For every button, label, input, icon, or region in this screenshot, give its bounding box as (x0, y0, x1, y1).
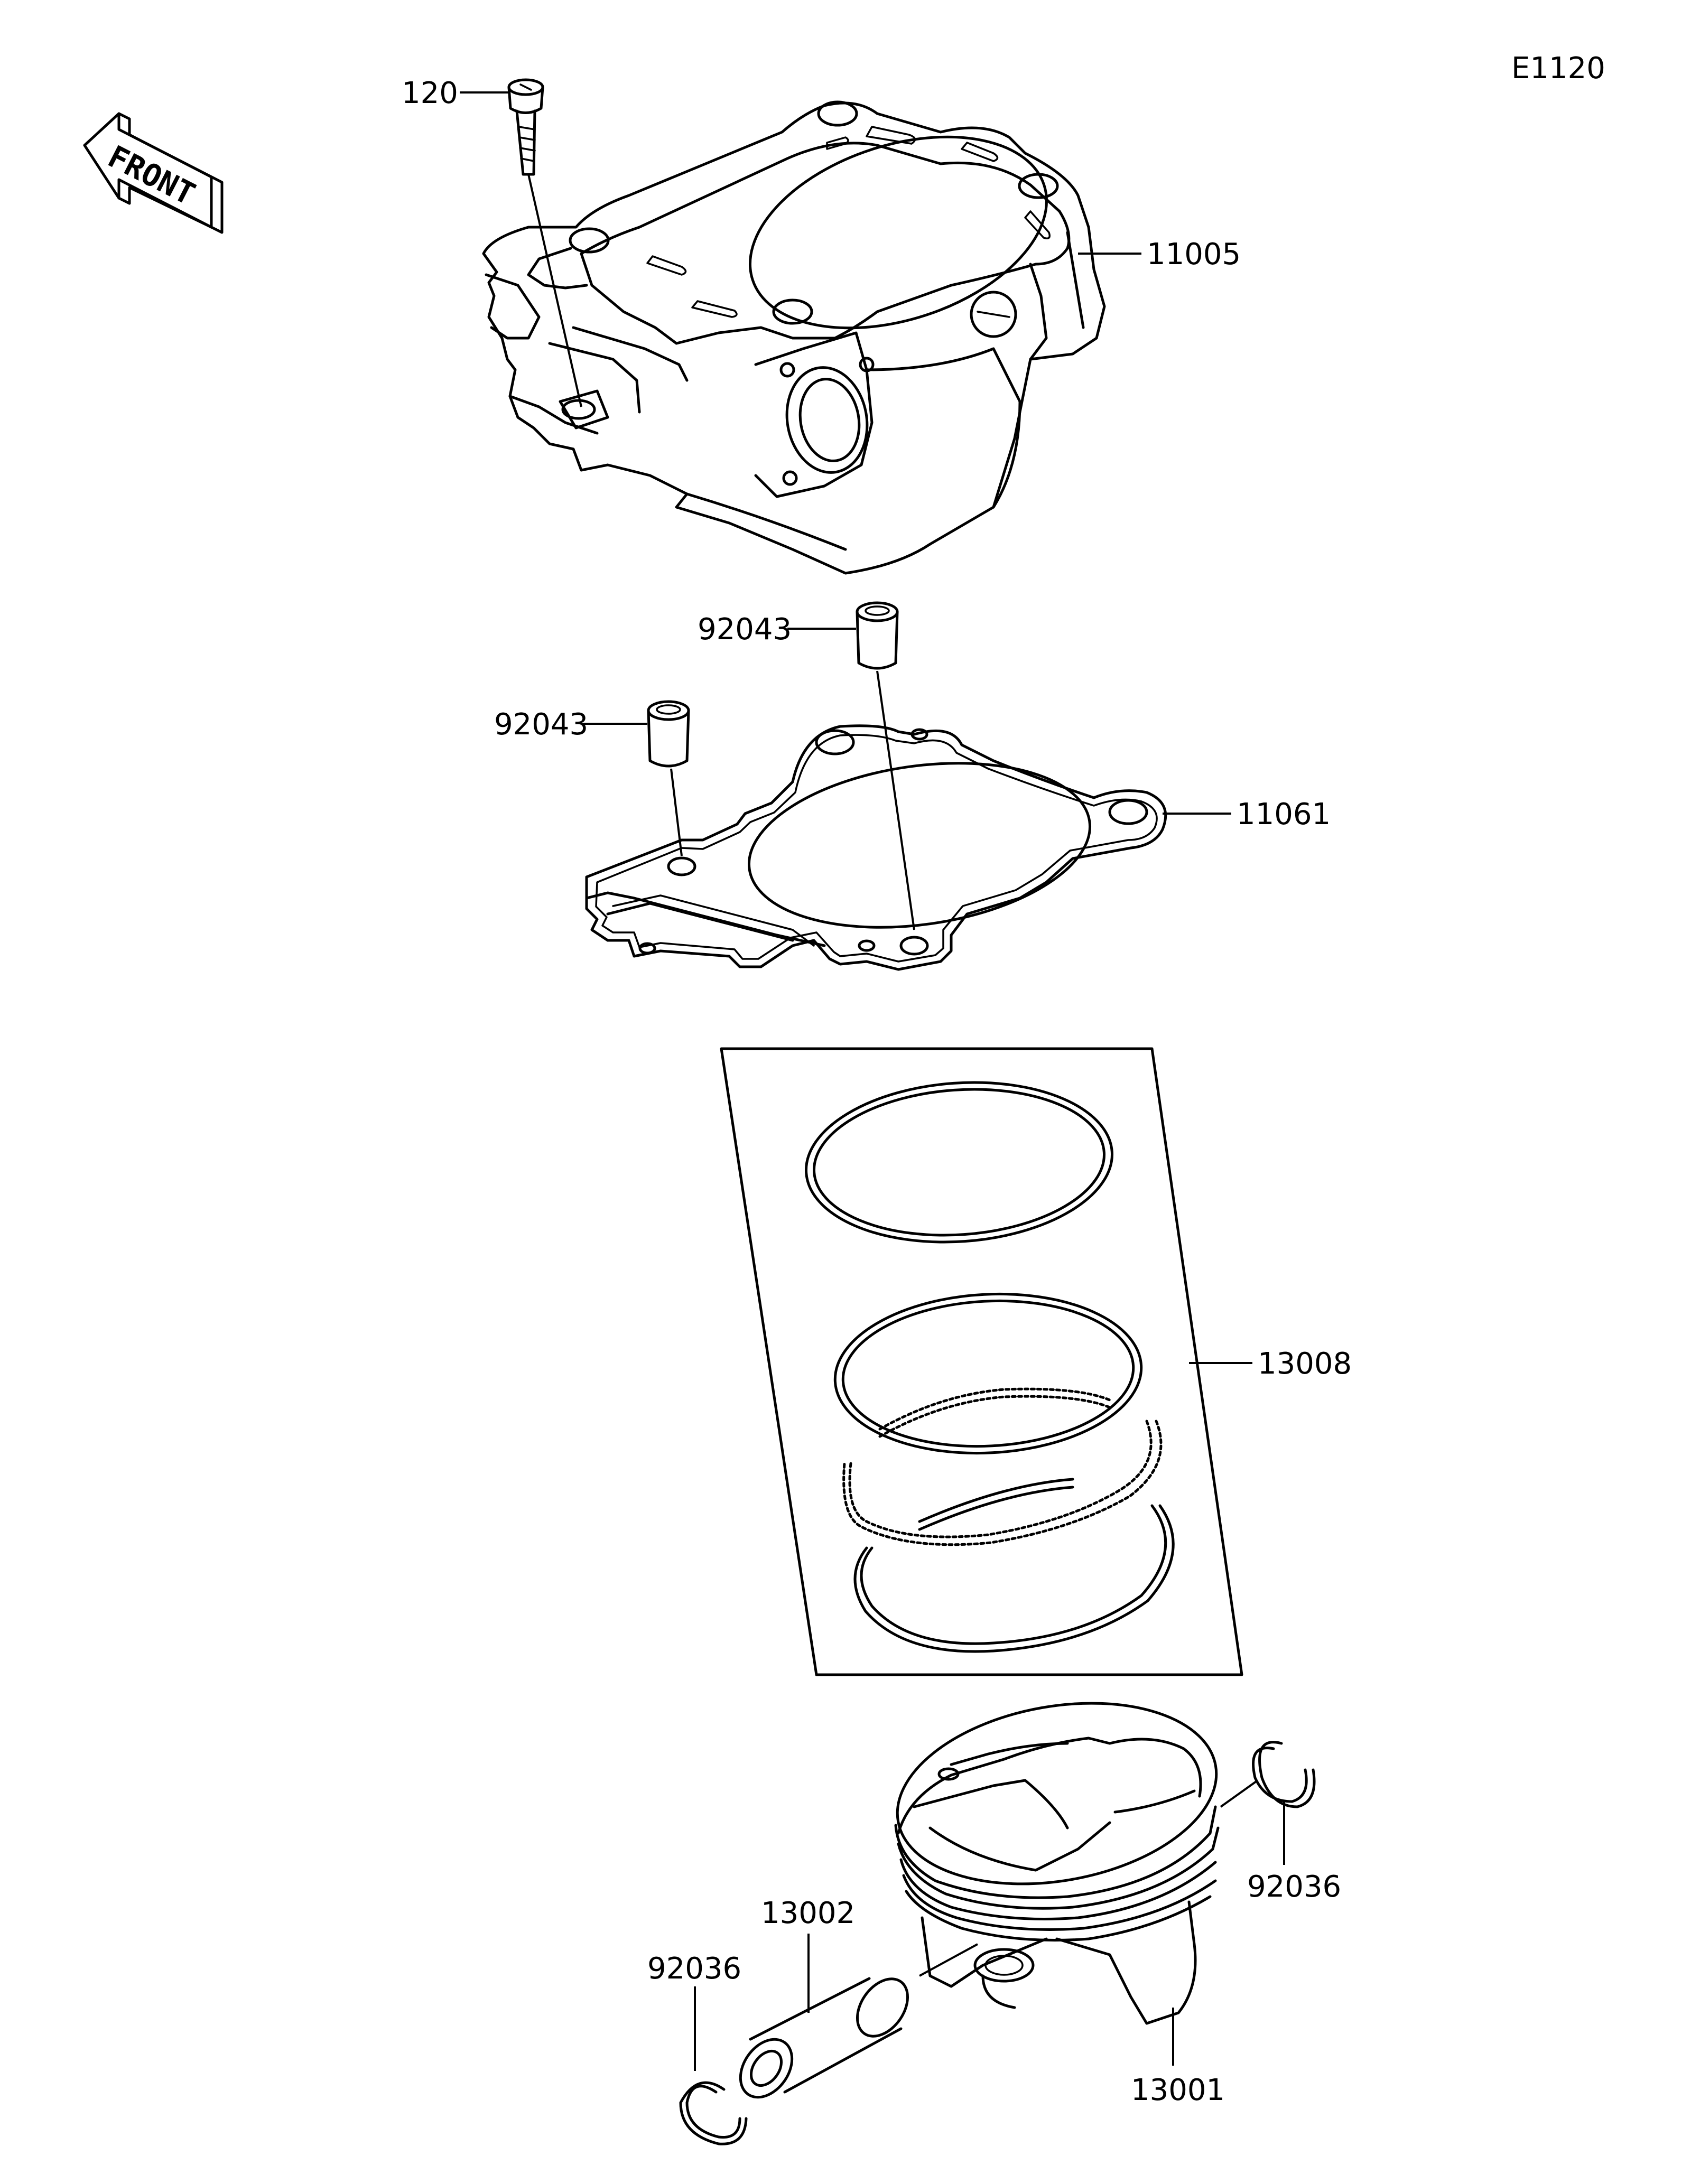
part-number-11061: 11061 (1237, 797, 1331, 832)
part-number-92043-lower: 92043 (494, 707, 588, 742)
part-number-11005: 11005 (1147, 237, 1241, 272)
part-number-13008: 13008 (1258, 1347, 1352, 1381)
cylinder-11005[interactable] (482, 100, 1106, 575)
front-label: FRONT (103, 138, 201, 212)
dowel-pin-lower-92043[interactable] (647, 700, 690, 768)
cylinder-gasket-11061[interactable] (585, 724, 1167, 971)
circlip-right-92036[interactable] (1252, 1741, 1316, 1808)
part-number-120: 120 (402, 76, 458, 110)
part-number-92043-upper: 92043 (698, 612, 792, 647)
dowel-pin-upper-92043[interactable] (856, 601, 899, 670)
part-number-92036-right: 92036 (1247, 1870, 1341, 1904)
part-number-13002: 13002 (761, 1896, 855, 1930)
piston-pin-13002[interactable] (730, 1970, 918, 2107)
piston-13001[interactable] (883, 1680, 1231, 2025)
front-arrow-icon: FRONT (83, 112, 224, 234)
piston-ring-set-13008[interactable] (720, 1047, 1243, 1676)
part-number-92036-left: 92036 (647, 1952, 741, 1986)
part-number-13001: 13001 (1131, 2073, 1225, 2107)
circlip-left-92036[interactable] (679, 2081, 748, 2145)
diagram-code: E1120 (1511, 51, 1605, 86)
bolt-120[interactable] (507, 78, 544, 176)
